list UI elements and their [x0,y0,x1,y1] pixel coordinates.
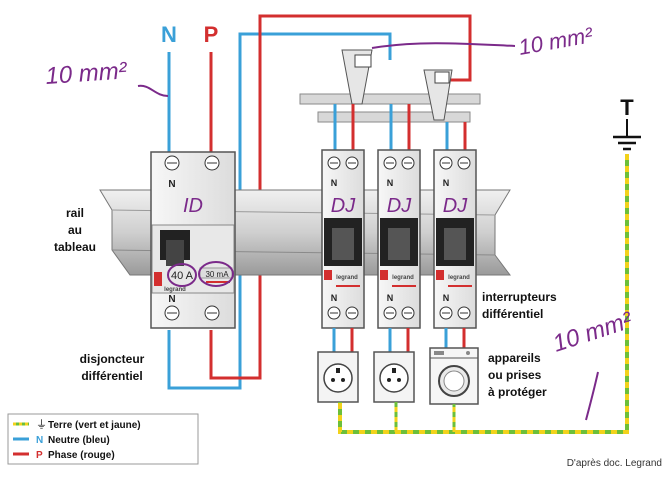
branch-breaker-3 [433,149,477,329]
branch-breaker-2-handwritten-label: DJ [387,195,412,217]
handwritten-section-top-right: 10 mm² [517,22,595,60]
handwritten-pointer-earth [585,371,599,421]
handwritten-section-left: 10 mm² [45,57,129,90]
appliances-caption-line3: à protéger [488,385,547,399]
legend-earth-text: Terre (vert et jaune) [48,420,141,431]
earth-conductor-stripes [338,154,629,434]
socket-outlet-1 [317,351,359,403]
rail-label-line2: au [68,223,82,237]
main-phase-out-wire [209,14,472,380]
branch-breaker-3-bottom-label: N [443,293,450,303]
sensitivity-circle-annotation [198,261,234,287]
handwritten-section-earth: 10 mm² [550,307,637,358]
branch-caption-line2: différentiel [482,307,543,321]
branch-breaker-2-bottom-label: N [387,293,394,303]
branch-breaker-2 [377,149,421,329]
main-breaker-caption-line1: disjoncteur [80,352,145,366]
busbar-bottom [317,111,471,123]
appliances-caption-line2: ou prises [488,368,542,382]
earth-symbol-icon [613,119,641,151]
branch-breaker-1 [321,149,365,329]
branch-caption-line1: interrupteurs [482,290,557,304]
busbar-droppers [333,104,467,150]
branch-breaker-1-brand: legrand [336,275,358,281]
rail-label-line1: rail [66,206,84,220]
main-breaker-rating: 40 A [171,270,194,282]
busbar-phase-screw [434,71,450,84]
handwritten-pointer-left [137,84,169,97]
earth-droppers [394,402,456,432]
phase-terminal-label: P [204,22,219,47]
source-credit: D'après doc. Legrand [567,458,662,469]
branch-breaker-2-top-label: N [387,178,394,188]
busbar-top [299,93,481,105]
branch-breaker-3-top-label: N [443,178,450,188]
legend-neutral-symbol: N [36,435,43,446]
washing-machine [429,347,479,405]
legend-neutral-text: Neutre (bleu) [48,435,110,446]
branch-breaker-2-brand: legrand [392,275,414,281]
main-breaker-caption-line2: différentiel [81,369,142,383]
socket-outlet-2 [373,351,415,403]
main-rcd-breaker [150,151,236,329]
legend-phase-text: Phase (rouge) [48,450,115,461]
branch-breaker-1-top-label: N [331,178,338,188]
main-breaker-handwritten-label: ID [183,195,203,217]
rating-circle-annotation [167,263,197,287]
earth-terminal-label: T [620,95,634,120]
busbar-neutral-screw [354,54,372,68]
branch-breaker-1-bottom-label: N [331,293,338,303]
legend-box [7,413,199,465]
branch-breaker-1-handwritten-label: DJ [331,195,356,217]
rail-label-line3: tableau [54,240,96,254]
legend-earth-symbol: ⏚ [36,418,47,431]
branch-breaker-3-brand: legrand [448,275,470,281]
appliances-caption-line1: appareils [488,351,541,365]
main-breaker-top-label: N [168,179,175,190]
main-breaker-sensitivity: 30 mA [205,270,229,279]
neutral-terminal-label: N [161,22,177,47]
legend-phase-symbol: P [36,450,43,461]
handwritten-pointer-top-right [371,42,516,49]
branch-breaker-3-handwritten-label: DJ [443,195,468,217]
main-breaker-bottom-label: N [168,294,175,305]
main-breaker-brand: legrand [164,287,186,293]
